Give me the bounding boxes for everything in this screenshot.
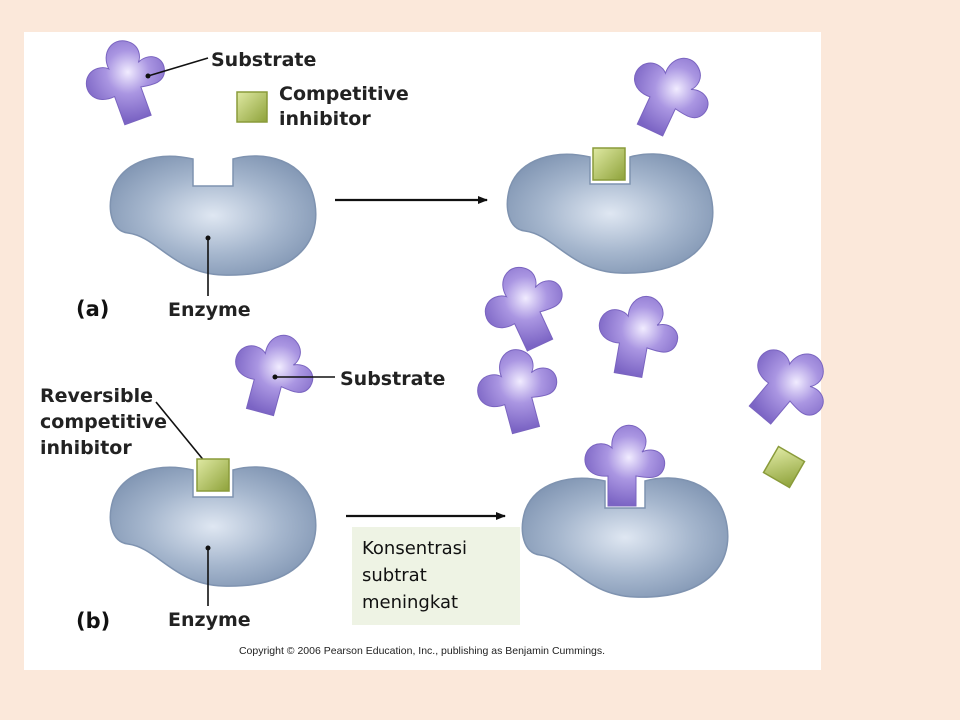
inhibitor-label-b-line2: competitive [40,411,167,433]
enzyme-label-a: Enzyme [168,299,251,321]
panel-tag-b: (b) [76,609,110,633]
inhibitor-leader-line-b [155,401,211,469]
free-inhibitor-square-b [762,445,806,489]
note-box: Konsentrasi subtrat meningkat [352,527,520,625]
substrate-molecule-b [223,323,323,424]
bound-inhibitor-square-a [592,147,626,181]
substrate-molecule-b-2 [590,288,685,383]
inhibitor-label-a-line2: inhibitor [279,108,371,130]
substrate-molecule-b-4 [731,328,846,443]
note-line-1: Konsentrasi [362,538,468,559]
inhibitor-label-b-line1: Reversible [40,385,153,407]
note-line-3: meningkat [362,592,459,613]
enzyme-a-left [109,155,317,276]
bound-inhibitor-square-b [196,458,230,492]
note-line-2: subtrat [362,565,427,586]
copyright-text: Copyright © 2006 Pearson Education, Inc.… [239,645,605,657]
substrate-molecule-a-right [615,40,724,149]
panel-tag-a: (a) [76,297,109,321]
inhibitor-label-a-line1: Competitive [279,83,409,105]
substrate-label-a: Substrate [211,49,316,71]
substrate-molecule-a [75,28,179,134]
substrate-leader-line-a [147,57,209,77]
competitive-inhibitor-square-a [236,91,268,123]
substrate-molecule-b-3 [468,340,568,441]
substrate-molecule-b-1 [471,253,580,362]
enzyme-label-b: Enzyme [168,609,251,631]
inhibitor-label-b-line3: inhibitor [40,437,132,459]
substrate-label-b: Substrate [340,368,445,390]
